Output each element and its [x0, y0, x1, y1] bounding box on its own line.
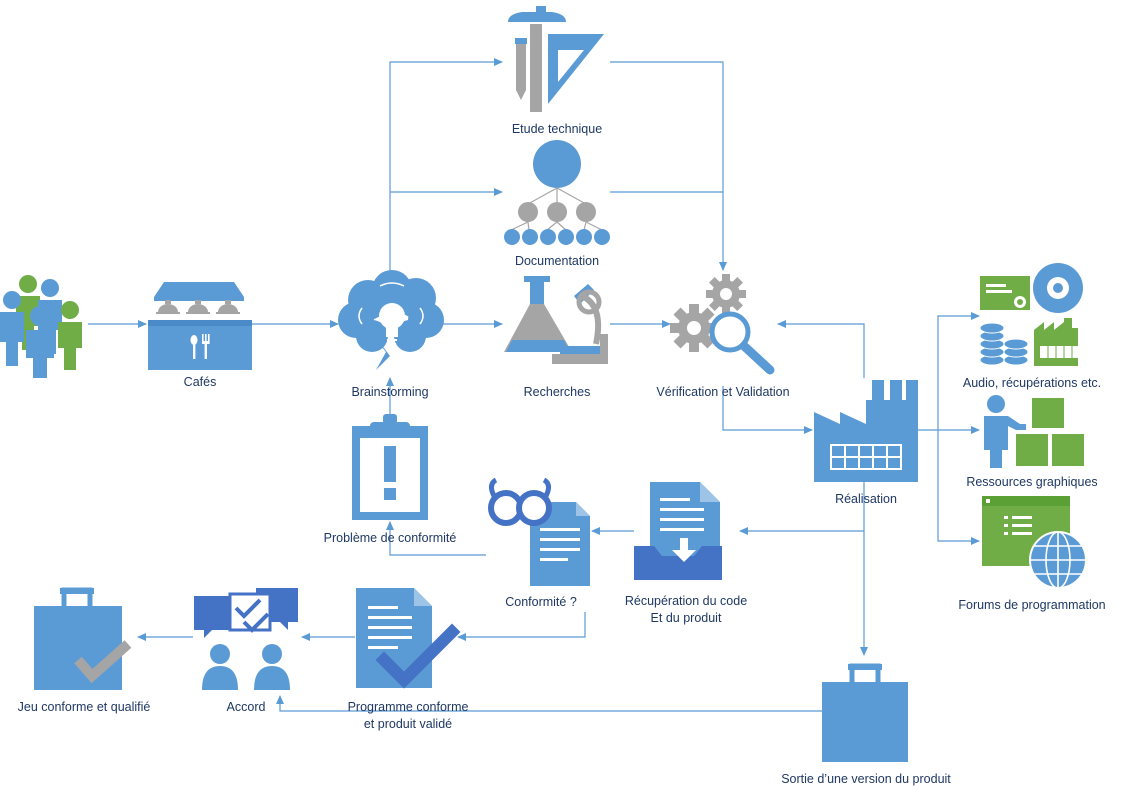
glasses-document-icon	[488, 477, 590, 586]
label-forums: Forums de programmation	[958, 598, 1105, 612]
label-recuperation-line1: Récupération du code	[625, 594, 747, 608]
label-accord: Accord	[227, 700, 266, 714]
connector-realisation-resources	[918, 312, 980, 431]
media-assets-icon	[979, 263, 1083, 366]
connector-realisation-verification	[777, 320, 865, 378]
web-globe-icon	[982, 496, 1087, 589]
buffet-icon	[148, 282, 252, 370]
label-documentation: Documentation	[515, 254, 599, 268]
people-group-icon	[0, 275, 82, 378]
shopping-bag-icon	[822, 663, 908, 762]
connector-realisation-recuperation	[739, 482, 865, 535]
connector-sortie-accord	[276, 695, 822, 712]
connectors	[88, 58, 980, 712]
gears-magnifier-icon	[670, 274, 775, 375]
connector-realisation-forums	[937, 430, 980, 545]
label-programme-line1: Programme conforme	[348, 700, 469, 714]
bag-check-icon	[34, 587, 132, 690]
label-verification: Vérification et Validation	[656, 385, 789, 399]
connector-brainstorming-etude	[389, 58, 503, 276]
connector-verification-realisation	[722, 386, 813, 434]
connector-conformite-probleme	[386, 521, 486, 556]
connector-etude-verification	[610, 61, 727, 271]
factory-icon	[814, 380, 918, 482]
clipboard-alert-icon	[352, 414, 428, 520]
label-probleme: Problème de conformité	[324, 531, 457, 545]
label-recuperation-line2: Et du produit	[651, 611, 722, 625]
drafting-tools-icon	[508, 6, 604, 112]
people-agreement-icon	[194, 588, 298, 690]
label-brainstorming: Brainstorming	[351, 385, 428, 399]
label-cafes: Cafés	[184, 375, 217, 389]
document-inbox-icon	[634, 482, 722, 580]
label-sortie: Sortie d’une version du produit	[781, 772, 951, 786]
label-conformite: Conformité ?	[505, 595, 577, 609]
label-etude-technique: Etude technique	[512, 122, 602, 136]
connector-conformite-programme	[457, 612, 586, 641]
brain-lightbulb-icon	[338, 270, 444, 370]
label-audio: Audio, récupérations etc.	[963, 376, 1101, 390]
label-realisation: Réalisation	[835, 492, 897, 506]
presenter-blocks-icon	[984, 395, 1084, 468]
hierarchy-icon	[504, 140, 610, 245]
label-ressources: Ressources graphiques	[966, 475, 1097, 489]
label-programme-line2: et produit validé	[364, 717, 452, 731]
document-check-icon	[356, 588, 461, 689]
label-recherches: Recherches	[524, 385, 591, 399]
lab-microscope-icon	[504, 276, 608, 364]
label-jeu: Jeu conforme et qualifié	[18, 700, 151, 714]
